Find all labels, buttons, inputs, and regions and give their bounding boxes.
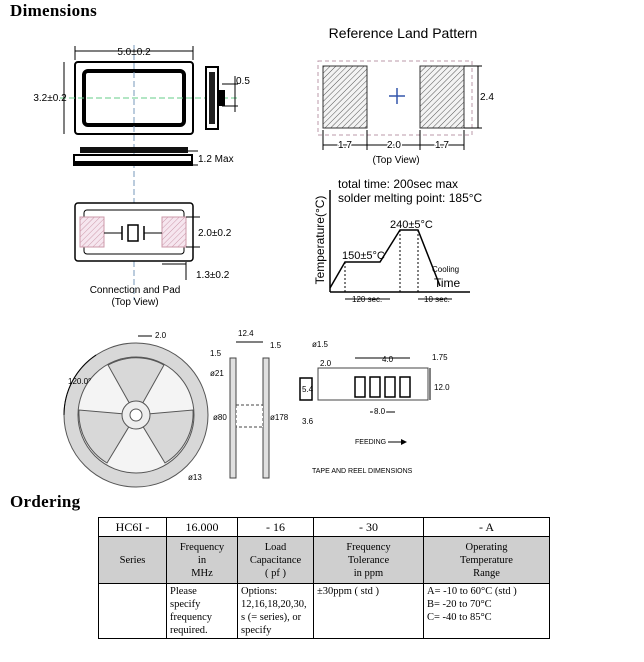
land-pattern-caption: (Top View) xyxy=(372,155,419,166)
reel-dim-178: ø178 xyxy=(270,413,289,422)
tape-dim-80: 8.0 xyxy=(374,407,386,416)
tape-dim-20: 2.0 xyxy=(320,359,332,368)
tape-caption: TAPE AND REEL DIMENSIONS xyxy=(312,468,413,475)
land-dim-right: 1.7 xyxy=(435,140,449,151)
dim-pad-width-label: 1.3±0.2 xyxy=(196,270,230,281)
dim-length-label: 5.0±0.2 xyxy=(117,47,151,58)
tape-dim-175: 1.75 xyxy=(432,353,448,362)
ordering-heading: Ordering xyxy=(10,492,81,511)
ordering-code-row: HC6I - 16.000 - 16 - 30 - A xyxy=(98,517,550,537)
land-dim-left: 1.7 xyxy=(338,140,352,151)
dim-width-label: 3.2±0.2 xyxy=(33,93,67,104)
code-load: - 16 xyxy=(237,517,314,537)
reel-dim-13: ø13 xyxy=(188,473,202,482)
land-pattern-title: Reference Land Pattern xyxy=(329,25,478,41)
reel-drawing: 120.0° 2.0 ø13 12.4 1.5 1.5 ø21 ø80 ø178 xyxy=(63,329,289,488)
reflow-preheat-time: 120 sec. xyxy=(352,295,382,304)
land-dim-height: 2.4 xyxy=(480,92,494,103)
tape-feeding: FEEDING xyxy=(355,439,386,446)
dim-pad-height-label: 2.0±0.2 xyxy=(198,228,232,239)
reel-dim-15: 1.5 xyxy=(210,349,222,358)
ordering-table: HC6I - 16.000 - 16 - 30 - A Series Frequ… xyxy=(98,517,550,639)
top-view-drawing: 5.0±0.2 3.2±0.2 0.5 xyxy=(33,45,250,300)
reflow-cooling: Cooling xyxy=(432,265,459,274)
value-series xyxy=(98,583,167,639)
reflow-profile-drawing: total time: 200sec max solder melting po… xyxy=(313,177,483,304)
side-view-drawing: 1.2 Max xyxy=(73,147,234,166)
dim-pin-label: 0.5 xyxy=(236,76,250,87)
tape-dim-120: 12.0 xyxy=(434,383,450,392)
code-temperature: - A xyxy=(423,517,550,537)
reel-dim-21: ø21 xyxy=(210,369,224,378)
reflow-melting-point: solder melting point: 185°C xyxy=(338,191,483,205)
dim-height-label: 1.2 Max xyxy=(198,154,234,165)
reflow-x-axis: Time xyxy=(434,276,461,290)
code-series: HC6I - xyxy=(98,517,167,537)
tape-dim-54: 5.4 xyxy=(302,385,314,394)
connection-caption-1: Connection and Pad xyxy=(90,285,181,296)
label-series: Series xyxy=(98,536,167,584)
land-pattern-drawing: Reference Land Pattern 1.7 2.0 1.7 2.4 (… xyxy=(317,25,494,166)
reel-angle: 120.0° xyxy=(68,377,91,386)
dimensions-heading: Dimensions xyxy=(10,1,98,20)
connection-caption-2: (Top View) xyxy=(111,297,158,308)
reel-dim-124: 12.4 xyxy=(238,329,254,338)
tape-dim-hole: ø1.5 xyxy=(312,340,329,349)
reflow-total-time: total time: 200sec max xyxy=(338,177,458,191)
tape-dim-40: 4.0 xyxy=(382,355,394,364)
reflow-peak: 240±5°C xyxy=(390,219,433,231)
land-dim-center: 2.0 xyxy=(387,140,401,151)
value-tolerance: ±30ppm ( std ) xyxy=(313,583,424,639)
reel-dim-15b: 1.5 xyxy=(270,341,282,350)
dimension-drawings: 5.0±0.2 3.2±0.2 0.5 1.2 Max 2.0±0.2 xyxy=(33,25,494,488)
connection-pad-drawing: 2.0±0.2 1.3±0.2 Connection and Pad (Top … xyxy=(74,202,232,308)
reflow-peak-time: 10 sec. xyxy=(424,295,450,304)
reel-dim-2: 2.0 xyxy=(155,331,167,340)
reflow-y-axis: Temperature(°C) xyxy=(313,196,327,285)
reel-dim-80: ø80 xyxy=(213,413,227,422)
code-frequency: 16.000 xyxy=(166,517,238,537)
tape-drawing: ø1.5 2.0 4.0 1.75 5.4 12.0 8.0 3.6 FEEDI… xyxy=(299,340,450,475)
reflow-preheat: 150±5°C xyxy=(342,250,385,262)
tape-dim-36: 3.6 xyxy=(302,417,314,426)
code-tolerance: - 30 xyxy=(313,517,424,537)
